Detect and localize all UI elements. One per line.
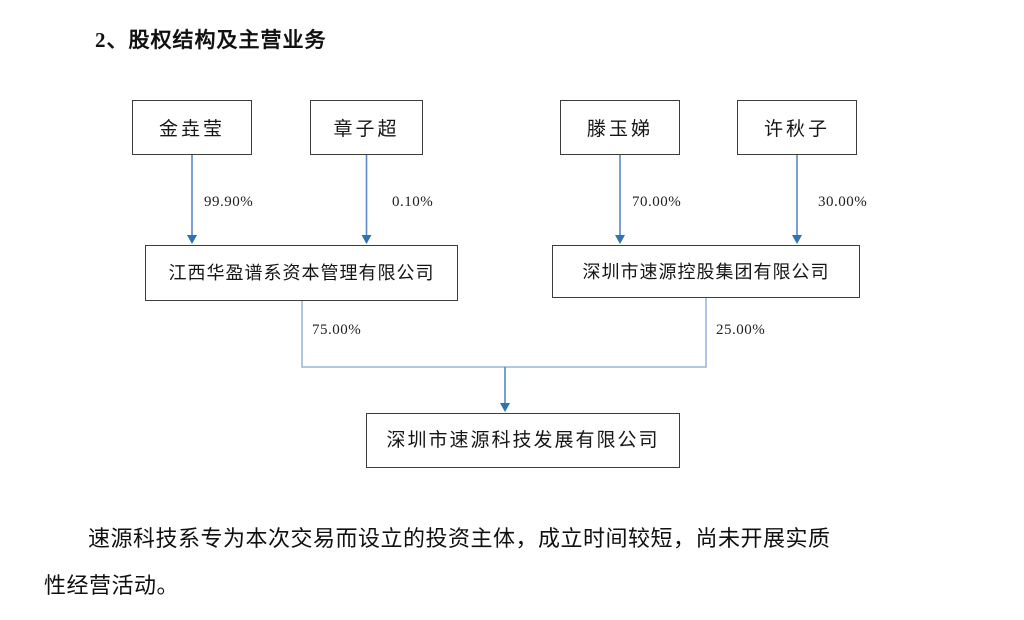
stake-label-jin: 99.90%: [204, 194, 254, 210]
company-name: 深圳市速源控股集团有限公司: [582, 261, 830, 282]
shareholder-name: 许秋子: [763, 119, 830, 140]
paragraph-line: 性经营活动。: [44, 573, 180, 598]
stake-label-teng: 70.00%: [632, 194, 682, 210]
shareholder-name: 金垚莹: [158, 119, 225, 140]
arrow-teng-to-szholding: [615, 155, 625, 244]
company-name: 深圳市速源科技发展有限公司: [386, 429, 660, 451]
body-paragraph: 速源科技系专为本次交易而设立的投资主体，成立时间较短，尚未开展实质 性经营活动。: [44, 515, 994, 609]
paragraph-line: 速源科技系专为本次交易而设立的投资主体，成立时间较短，尚未开展实质: [88, 526, 831, 551]
shareholder-box-zhang: 章子超: [310, 100, 423, 155]
company-box-jiangxi: 江西华盈谱系资本管理有限公司: [145, 245, 458, 301]
joint-connector: [301, 298, 707, 412]
company-name: 江西华盈谱系资本管理有限公司: [168, 263, 435, 283]
stake-label-zhang: 0.10%: [392, 194, 434, 210]
shareholder-box-jin: 金垚莹: [132, 100, 252, 155]
shareholder-name: 章子超: [333, 119, 400, 140]
stake-label-jiangxi: 75.00%: [312, 322, 362, 338]
shareholder-box-xu: 许秋子: [737, 100, 857, 155]
shareholder-box-teng: 滕玉娣: [560, 100, 680, 155]
stake-label-szholding: 25.00%: [716, 322, 766, 338]
arrow-xu-to-szholding: [792, 155, 802, 244]
company-box-szholding: 深圳市速源控股集团有限公司: [552, 245, 860, 298]
target-company-box: 深圳市速源科技发展有限公司: [366, 413, 680, 468]
shareholder-name: 滕玉娣: [586, 119, 653, 140]
arrow-zhang-to-jiangxi: [361, 155, 372, 244]
arrow-jin-to-jiangxi: [187, 155, 197, 244]
stake-label-xu: 30.00%: [818, 194, 868, 210]
section-heading: 2、股权结构及主营业务: [95, 28, 327, 52]
